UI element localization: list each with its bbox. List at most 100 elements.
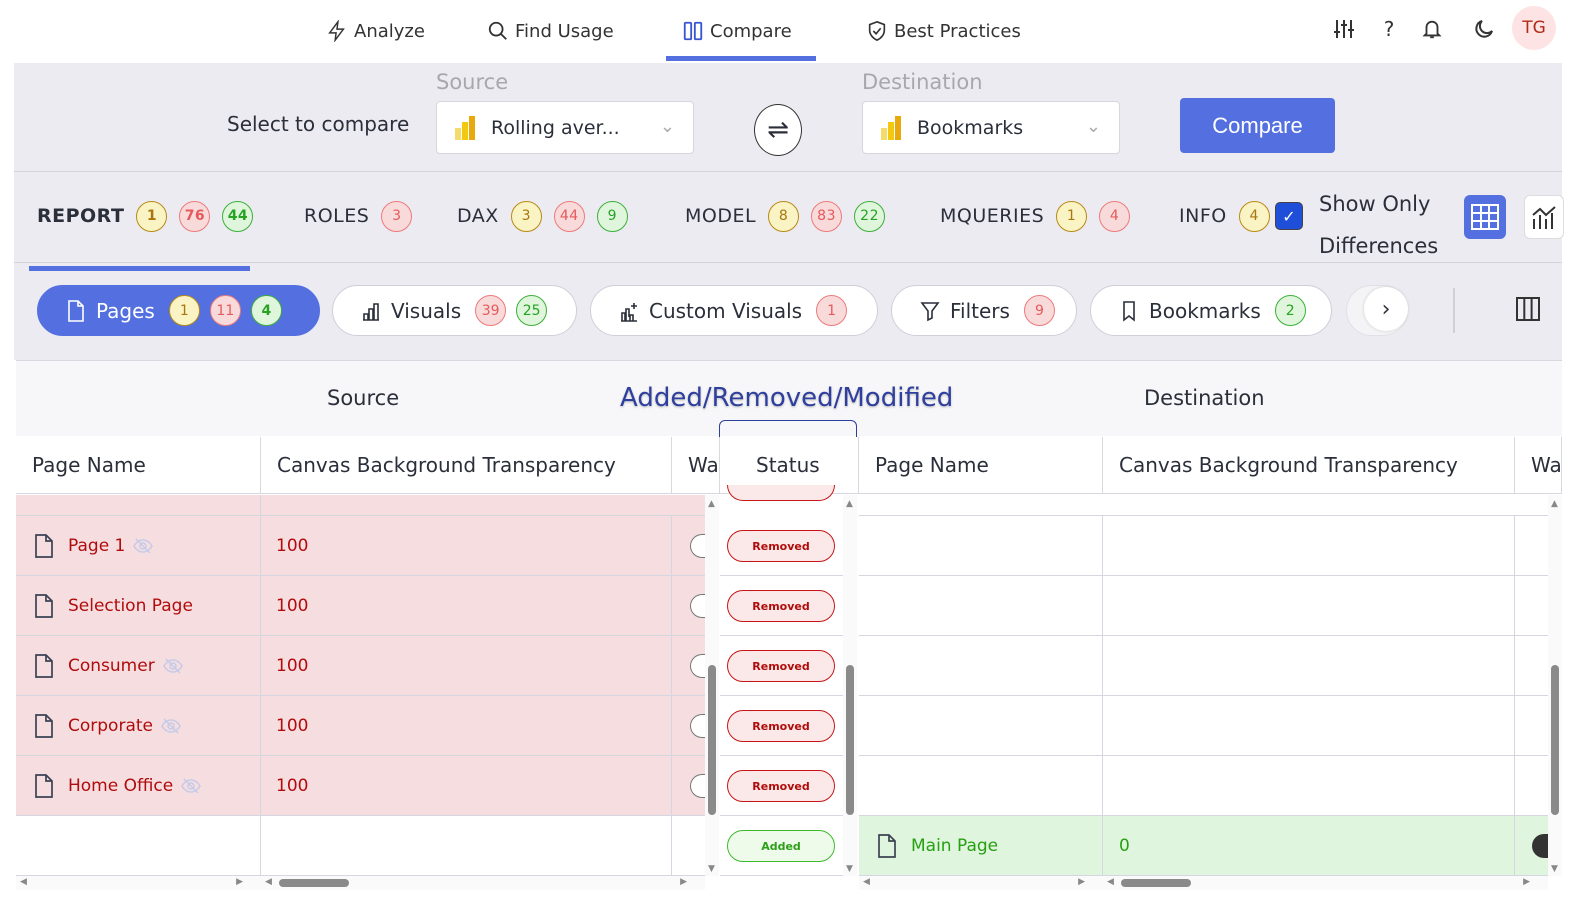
status-row: Removed bbox=[720, 636, 843, 696]
status-vertical-scrollbar[interactable]: ▲▼ bbox=[843, 495, 857, 876]
page-icon bbox=[34, 774, 54, 798]
dest-vertical-scrollbar[interactable]: ▲▼ bbox=[1548, 495, 1562, 876]
active-category-indicator bbox=[29, 266, 250, 271]
subtab-label: Filters bbox=[950, 298, 1010, 323]
chart-view-button[interactable] bbox=[1524, 195, 1564, 239]
dest-transparency-cell: 0 bbox=[1103, 816, 1515, 876]
destination-dropdown[interactable]: Bookmarks ⌄ bbox=[862, 101, 1120, 154]
hidden-eye-icon bbox=[162, 658, 183, 674]
destination-label: Destination bbox=[862, 70, 983, 94]
nav-tab-analyze[interactable]: Analyze bbox=[326, 16, 425, 46]
grid-view-button[interactable] bbox=[1464, 195, 1506, 239]
count-badge: 39 bbox=[475, 295, 507, 326]
dest-page-name-cell bbox=[859, 516, 1103, 576]
columns-icon[interactable] bbox=[1515, 296, 1541, 326]
destination-row[interactable] bbox=[859, 636, 1548, 696]
settings-sliders-icon[interactable] bbox=[1331, 16, 1357, 42]
dest-page-name-cell bbox=[859, 756, 1103, 816]
col-source-canvas-transparency[interactable]: Canvas Background Transparency bbox=[261, 437, 672, 494]
category-label: DAX bbox=[457, 205, 499, 227]
nav-tab-label: Find Usage bbox=[515, 20, 614, 42]
compare-button[interactable]: Compare bbox=[1180, 98, 1335, 153]
count-badge: 1 bbox=[1056, 200, 1088, 232]
subtab-filters[interactable]: Filters 9 bbox=[891, 285, 1077, 336]
count-badge: 4 bbox=[250, 295, 282, 326]
dest-page-name-cell bbox=[859, 636, 1103, 696]
count-badge: 4 bbox=[1099, 200, 1131, 232]
powerbi-icon bbox=[881, 115, 901, 140]
count-badge: 9 bbox=[1023, 295, 1055, 326]
subtab-label: Bookmarks bbox=[1149, 298, 1261, 323]
source-page-name-cell: Page 1 bbox=[16, 516, 261, 576]
source-page-name-cell: Home Office bbox=[16, 756, 261, 816]
col-dest-wa[interactable]: Wa bbox=[1515, 437, 1562, 494]
search-icon bbox=[488, 21, 507, 40]
destination-row[interactable] bbox=[859, 516, 1548, 576]
col-source-page-name[interactable]: Page Name bbox=[16, 437, 261, 494]
col-dest-canvas-transparency[interactable]: Canvas Background Transparency bbox=[1103, 437, 1515, 494]
divider bbox=[14, 171, 1562, 172]
nav-tab-find-usage[interactable]: Find Usage bbox=[487, 16, 614, 46]
help-icon[interactable]: ? bbox=[1383, 17, 1395, 41]
toggle[interactable] bbox=[1532, 834, 1552, 858]
page-icon bbox=[34, 534, 54, 558]
subtab-label: Custom Visuals bbox=[649, 298, 803, 323]
destination-row[interactable] bbox=[859, 696, 1548, 756]
col-status[interactable]: Status bbox=[720, 437, 859, 494]
dest-page-name-cell: Main Page bbox=[859, 816, 1103, 876]
category-label: MQUERIES bbox=[940, 205, 1045, 227]
dark-mode-moon-icon[interactable] bbox=[1471, 16, 1497, 42]
group-status: Added/Removed/Modified bbox=[620, 383, 954, 413]
category-label: REPORT bbox=[37, 205, 125, 227]
partial-row bbox=[859, 495, 1548, 516]
col-dest-page-name[interactable]: Page Name bbox=[859, 437, 1103, 494]
swap-button[interactable]: ⇌ bbox=[754, 104, 802, 156]
count-badge: 1 bbox=[136, 200, 168, 232]
count-badge: 11 bbox=[209, 295, 241, 326]
nav-tab-best-practices[interactable]: Best Practices bbox=[866, 16, 1021, 46]
user-avatar[interactable]: TG bbox=[1512, 6, 1556, 50]
source-hscroll[interactable]: ◀▶ bbox=[261, 876, 705, 890]
destination-row[interactable] bbox=[859, 576, 1548, 636]
source-vertical-scrollbar[interactable]: ▲▼ bbox=[705, 495, 719, 876]
nav-tab-compare[interactable]: Compare bbox=[682, 16, 792, 46]
show-only-differences-checkbox[interactable]: ✓ bbox=[1275, 202, 1303, 230]
count-badge: 4 bbox=[1238, 200, 1270, 232]
destination-row[interactable] bbox=[859, 756, 1548, 816]
source-transparency-cell: 100 bbox=[261, 636, 672, 696]
filter-icon bbox=[920, 300, 940, 322]
dest-hscroll[interactable]: ◀▶ bbox=[1103, 876, 1548, 890]
col-source-wa[interactable]: Wa bbox=[672, 437, 720, 494]
bell-icon[interactable] bbox=[1419, 16, 1445, 42]
dest-page-name: Main Page bbox=[911, 836, 999, 856]
destination-row[interactable]: Main Page 0 bbox=[859, 816, 1552, 876]
count-badge: 3 bbox=[510, 200, 542, 232]
page-icon bbox=[34, 654, 54, 678]
status-badge: Added bbox=[727, 830, 835, 862]
source-dropdown[interactable]: Rolling aver... ⌄ bbox=[436, 101, 694, 154]
dest-page-name-cell bbox=[859, 696, 1103, 756]
source-transparency-cell bbox=[261, 816, 672, 876]
source-page-name-cell: Consumer bbox=[16, 636, 261, 696]
source-row[interactable] bbox=[16, 816, 705, 876]
source-name-hscroll[interactable]: ◀▶ bbox=[16, 876, 261, 890]
source-page-name-cell bbox=[16, 816, 261, 876]
scroll-right-button[interactable]: › bbox=[1364, 287, 1408, 331]
hidden-eye-icon bbox=[133, 538, 154, 554]
dest-name-hscroll[interactable]: ◀▶ bbox=[859, 876, 1103, 890]
